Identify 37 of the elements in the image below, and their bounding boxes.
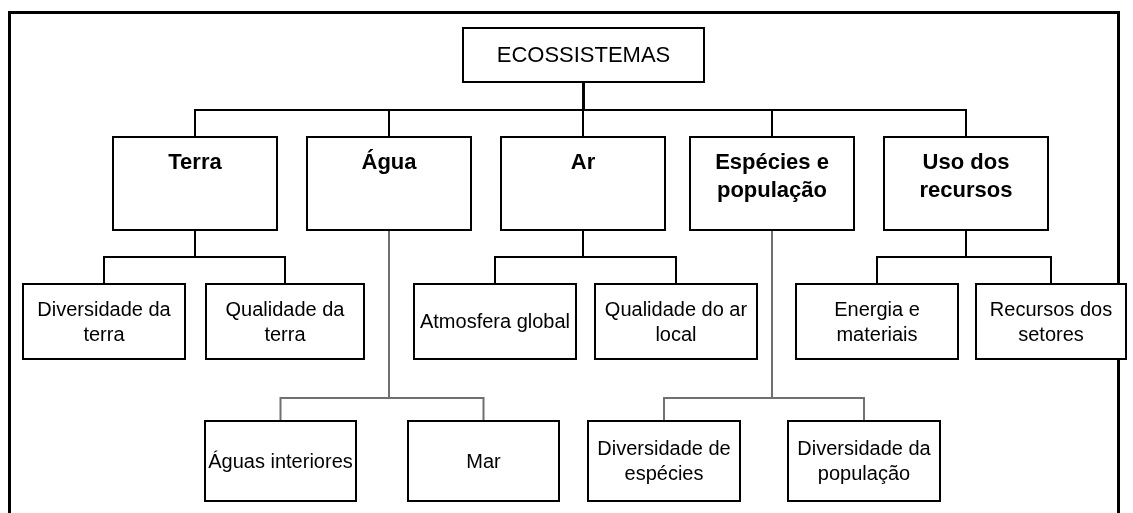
subcategory-box bbox=[975, 283, 1127, 360]
box-label: Recursos dos setores bbox=[988, 296, 1114, 347]
box-label: Água bbox=[361, 148, 417, 176]
category-box bbox=[883, 136, 1049, 231]
category-box bbox=[689, 136, 855, 231]
box-label: Atmosfera global bbox=[419, 309, 571, 334]
category-box bbox=[500, 136, 666, 231]
box-label: Qualidade da terra bbox=[224, 296, 346, 347]
subcategory-box bbox=[594, 283, 758, 360]
connector-line bbox=[771, 230, 865, 421]
box-label: Mar bbox=[466, 448, 501, 474]
subcategory-box bbox=[204, 420, 357, 502]
subcategory-box bbox=[587, 420, 741, 502]
box-label: Terra bbox=[168, 148, 222, 176]
box-label: Qualidade do ar local bbox=[603, 296, 749, 347]
category-box bbox=[112, 136, 278, 231]
box-label: Diversidade da terra bbox=[36, 296, 172, 347]
subcategory-box bbox=[413, 283, 577, 360]
subcategory-box bbox=[407, 420, 560, 502]
box-label: Ar bbox=[570, 148, 596, 176]
connector-line bbox=[388, 230, 485, 421]
subcategory-box bbox=[787, 420, 941, 502]
box-label: Energia e materiais bbox=[833, 296, 921, 347]
box-label: Águas interiores bbox=[208, 448, 353, 474]
subcategory-box bbox=[205, 283, 365, 360]
box-label: Espécies e população bbox=[714, 148, 830, 203]
subcategory-box bbox=[22, 283, 186, 360]
box-label: Diversidade de espécies bbox=[596, 436, 732, 486]
connector-line bbox=[194, 230, 286, 284]
box-label: Diversidade da população bbox=[796, 436, 932, 486]
box-label: ECOSSISTEMAS bbox=[496, 41, 671, 69]
root-box bbox=[462, 27, 705, 83]
connector-line bbox=[582, 82, 967, 137]
category-box bbox=[306, 136, 472, 231]
connector-line bbox=[582, 230, 677, 284]
box-label: Uso dos recursos bbox=[918, 148, 1014, 203]
subcategory-box bbox=[795, 283, 959, 360]
